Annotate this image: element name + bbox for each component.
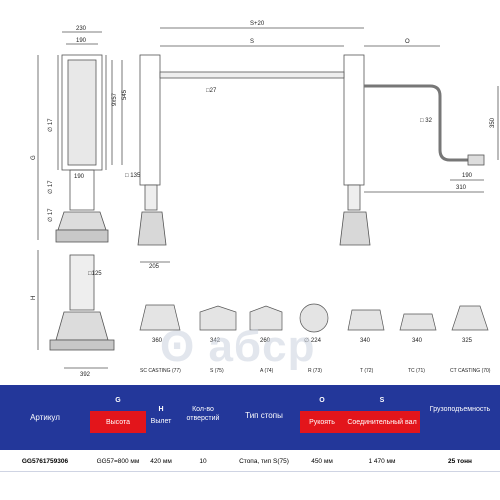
header-article: Артикул [30, 413, 60, 422]
foot-ct-casting-icon [451, 305, 489, 331]
header-handle: Рукоять [300, 411, 344, 433]
foot-t-icon [347, 309, 385, 331]
cell-handle: 450 мм [311, 457, 333, 465]
dim-diameter-17-b: ∅ 17 [47, 180, 54, 194]
header-h-letter: H [158, 405, 164, 413]
foot-tc-icon [399, 313, 437, 331]
dim-g: G [31, 155, 37, 160]
header-s-letter: S [379, 396, 385, 404]
foot-label: TC (71) [408, 368, 425, 374]
cell-capacity: 25 тонн [448, 457, 472, 465]
crank-handle [364, 84, 470, 162]
foot-label: CT CASTING (70) [450, 368, 491, 374]
dim-190-c: 190 [462, 173, 473, 179]
spec-table: Артикул G Высота H Вылет Кол-во отверсти… [0, 385, 500, 500]
dim-350: 350 [490, 117, 496, 128]
foot-s-icon [199, 305, 237, 331]
foot-dim: 340 [412, 338, 423, 344]
side-right-leg [343, 54, 365, 186]
header-g-letter: G [115, 396, 121, 404]
cell-shaft: 1 470 мм [368, 457, 396, 465]
dim-310: 310 [456, 185, 467, 191]
foot-label: A (74) [260, 368, 274, 374]
connecting-shaft [159, 71, 345, 79]
foot-dim: 340 [360, 338, 371, 344]
dim-s-plus-20: S+20 [250, 21, 265, 27]
cell-foot-type: Стопа, тип S(75) [239, 457, 289, 465]
table-row: GG5761759306 GG57=800 мм 420 мм 10 Стопа… [0, 451, 500, 472]
dim-width-190: 190 [76, 38, 87, 44]
dim-square-135: □ 135 [125, 173, 141, 179]
dim-o: O [405, 39, 410, 45]
header-foot-type: Тип стопы [245, 410, 283, 420]
header-capacity: Грузоподъемность [429, 405, 491, 413]
header-o-letter: O [319, 396, 325, 404]
header-h-sub: Вылет [150, 417, 172, 425]
foot-label: R (73) [308, 368, 322, 374]
dim-height-545: 545 [122, 89, 128, 100]
dim-square-125: □125 [88, 271, 102, 277]
dim-holes-9x57: 9x57 [112, 92, 118, 106]
header-holes: Кол-во отверстий [186, 406, 220, 422]
brand-watermark: ʘ aбcp [160, 322, 316, 371]
dim-392: 392 [80, 372, 91, 378]
dim-diameter-17-a: ∅ 17 [47, 118, 54, 132]
side-left-leg [139, 54, 161, 186]
foot-dim: 360 [152, 338, 163, 344]
cell-height: GG57=800 мм [96, 457, 140, 465]
dim-diameter-17-c: ∅ 17 [47, 208, 54, 222]
left-leg-extended [69, 254, 95, 311]
dim-h: H [31, 296, 37, 300]
foot-dim: 260 [260, 338, 271, 344]
dim-205: 205 [149, 264, 160, 270]
foot-sc-casting-icon [139, 304, 181, 331]
dim-s: S [250, 39, 254, 45]
foot-label: SC CASTING (77) [140, 368, 181, 374]
dim-width-190-b: 190 [74, 174, 85, 180]
left-leg-lower-section [69, 169, 95, 211]
dim-square-32: □ 32 [420, 118, 433, 124]
header-height: Высота [90, 411, 146, 433]
foot-dim: 325 [462, 338, 473, 344]
foot-r-icon [299, 303, 329, 333]
spec-table-header: Артикул G Высота H Вылет Кол-во отверсти… [0, 385, 500, 450]
dim-square-27: □27 [206, 88, 217, 94]
header-shaft: Соединительный вал [344, 411, 420, 433]
dim-width-230: 230 [76, 26, 87, 32]
foot-dim: ∅ 224 [304, 337, 322, 344]
technical-drawing: 230 190 S+20 S O 545 9x57 G H ∅ 17 ∅ 17 … [31, 21, 499, 378]
cell-holes: 10 [199, 457, 207, 465]
cell-h-value: 420 мм [150, 457, 172, 465]
foot-label: T (72) [360, 368, 374, 374]
foot-dim: 342 [210, 338, 221, 344]
foot-label: S (75) [210, 368, 224, 374]
cell-article: GG5761759306 [21, 457, 69, 465]
foot-a-icon [249, 305, 283, 331]
